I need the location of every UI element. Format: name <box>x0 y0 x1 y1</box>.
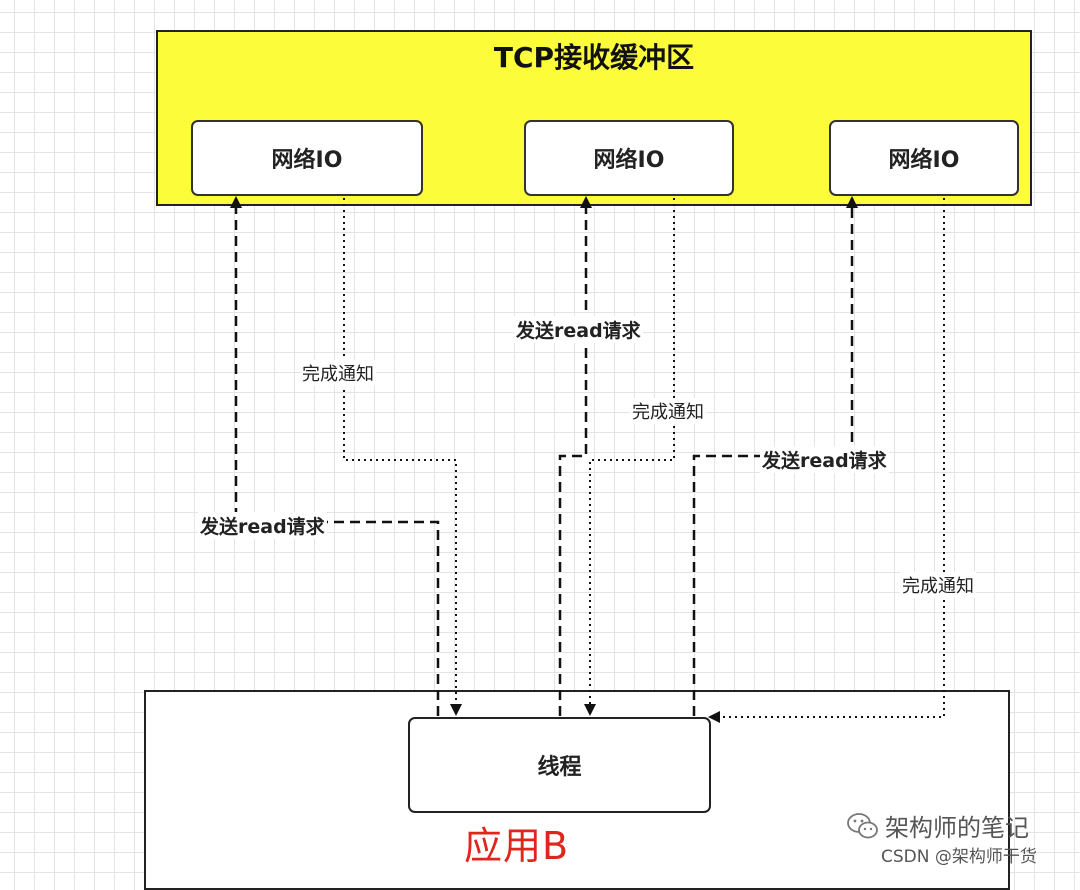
edge-label-done-1: 完成通知 <box>300 360 376 386</box>
edge-label-done-2: 完成通知 <box>630 398 706 424</box>
network-io-box-3: 网络IO <box>829 120 1019 196</box>
edge-send-2 <box>558 196 592 716</box>
edge-label-send-1: 发送read请求 <box>198 512 327 539</box>
network-io-box-2: 网络IO <box>524 120 734 196</box>
edge-label-send-2: 发送read请求 <box>514 316 643 343</box>
edge-label-done-3: 完成通知 <box>900 572 976 598</box>
edge-done-2 <box>584 198 675 716</box>
thread-box: 线程 <box>408 717 711 813</box>
edge-done-1 <box>343 198 462 716</box>
edge-label-send-3: 发送read请求 <box>760 446 889 473</box>
edge-send-1 <box>230 196 440 716</box>
watermark-csdn: CSDN @架构师干货 <box>881 847 1037 867</box>
network-io-box-1: 网络IO <box>191 120 423 196</box>
wechat-icon <box>847 813 878 839</box>
app-b-label: 应用B <box>464 824 570 868</box>
tcp-buffer-title: TCP接收缓冲区 <box>493 41 695 74</box>
watermark-account: 架构师的笔记 <box>885 814 1029 842</box>
